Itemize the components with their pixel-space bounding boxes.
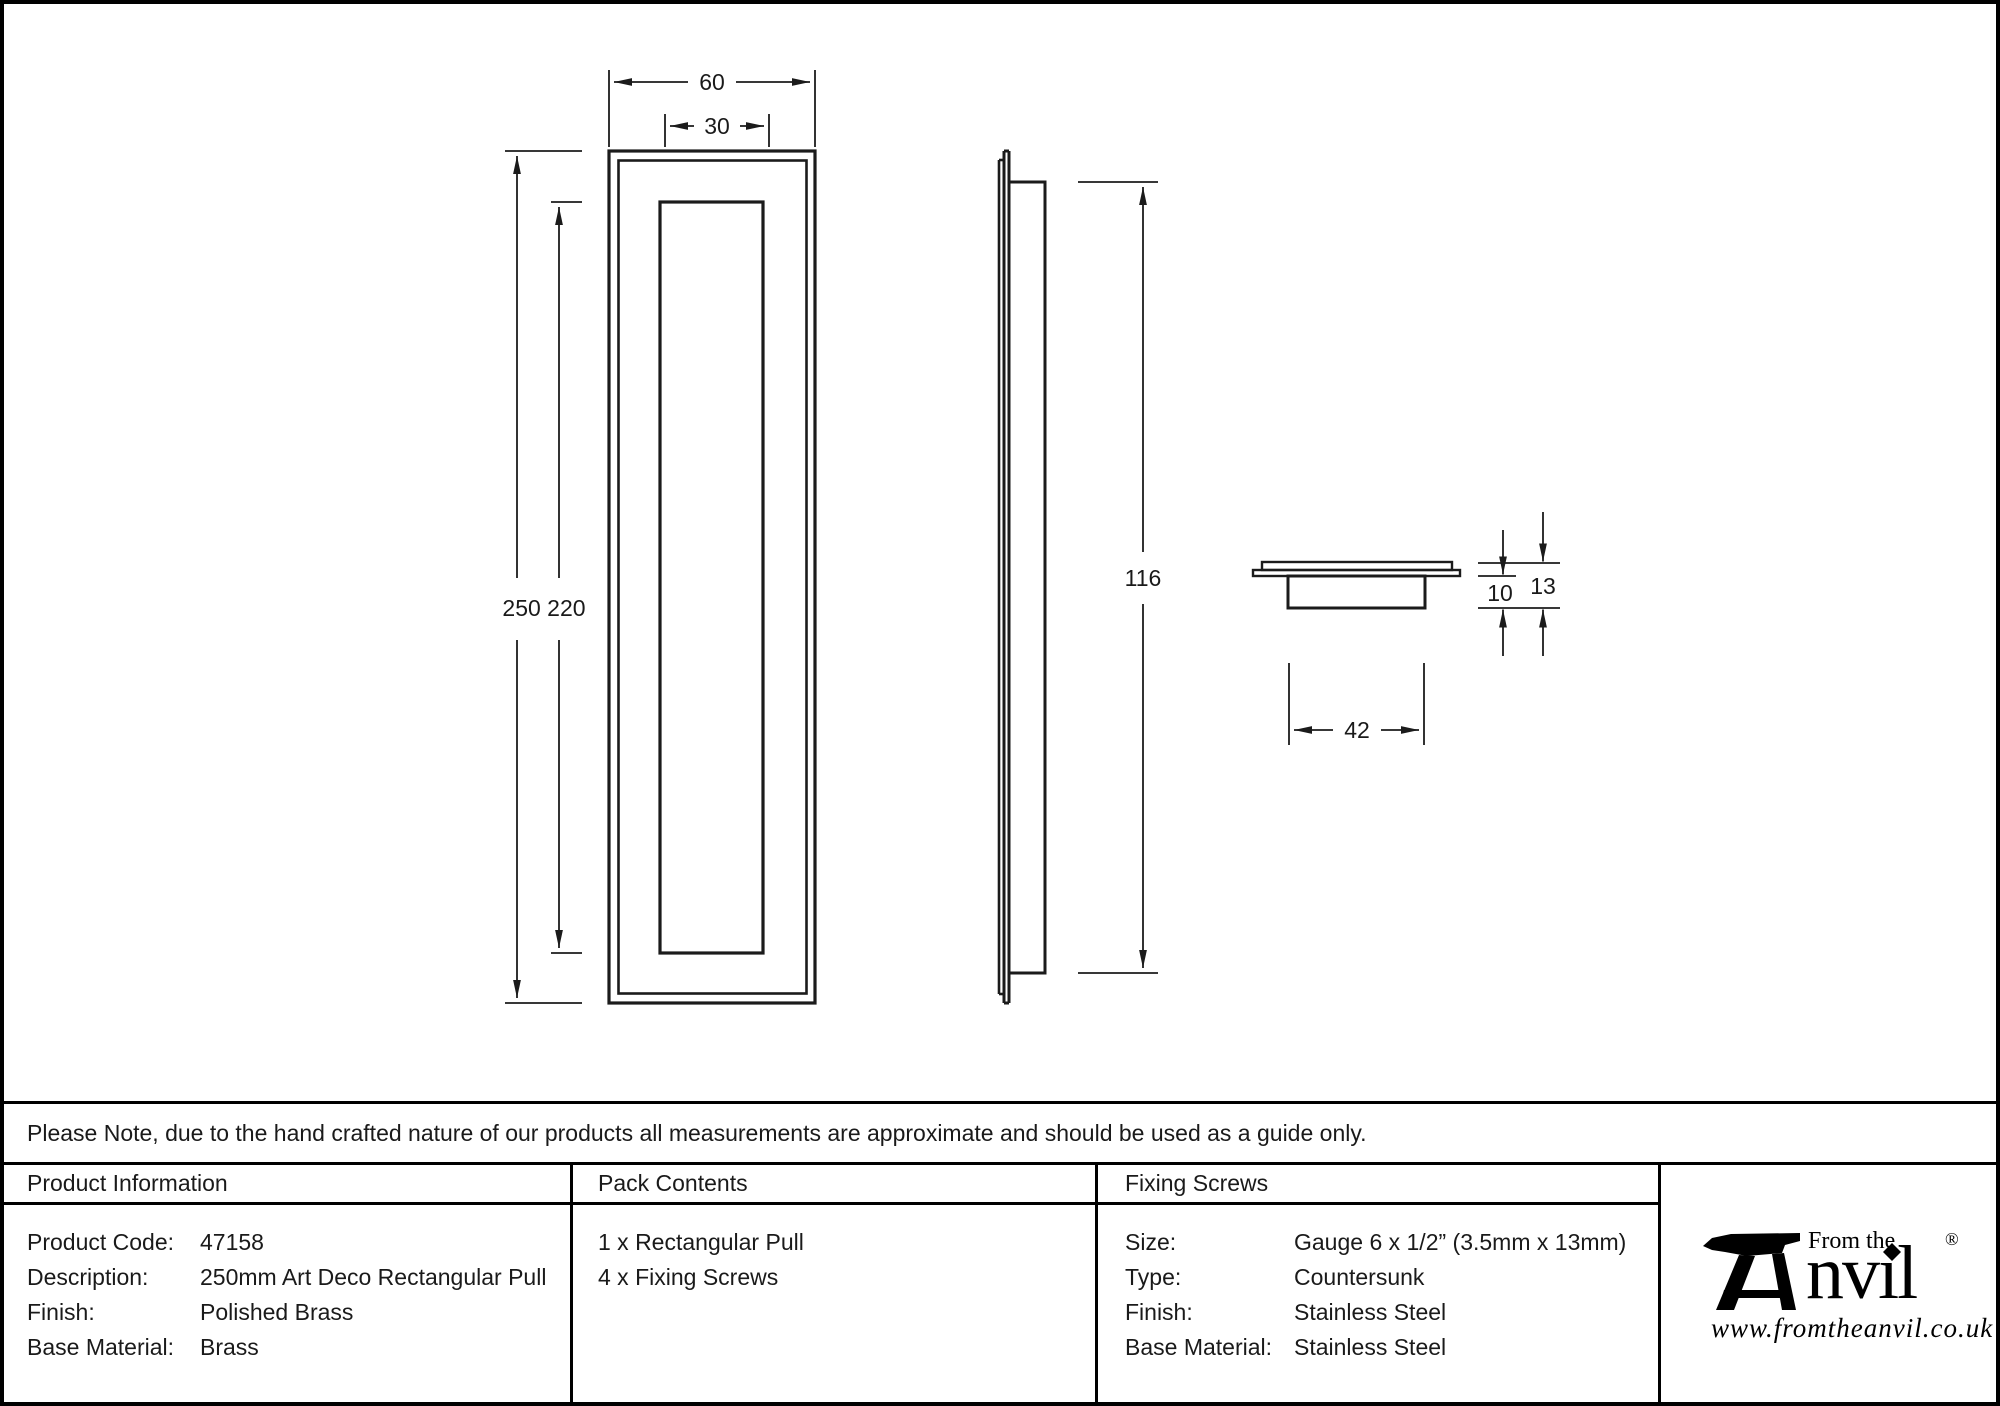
registered-trademark-icon: ®: [1945, 1229, 1959, 1249]
row-label: Finish:: [27, 1299, 95, 1325]
side-view: [997, 149, 1047, 1005]
logo-tagline: From the: [1808, 1228, 1896, 1254]
row-label: Base Material:: [27, 1334, 175, 1360]
row-value: Countersunk: [1294, 1264, 1425, 1290]
table-row: Description: 250mm Art Deco Rectangular …: [4, 1260, 570, 1295]
row-value: Stainless Steel: [1294, 1334, 1447, 1360]
dim-label-cup-depth: 10: [1487, 580, 1513, 606]
row-value: 47158: [200, 1229, 264, 1255]
table-row: Type: Countersunk: [1098, 1260, 1658, 1295]
dim-label-total-depth: 13: [1530, 573, 1556, 599]
dim-label-heights: 250 220: [502, 595, 585, 621]
pack-contents-body: 1 x Rectangular Pull 4 x Fixing Screws: [573, 1205, 1095, 1295]
side-cup-profile: [1009, 180, 1047, 975]
fixing-screws-column: Fixing Screws Size: Gauge 6 x 1/2” (3.5m…: [1095, 1165, 1658, 1402]
table-row: Finish: Stainless Steel: [1098, 1295, 1658, 1330]
row-value: Brass: [200, 1334, 259, 1360]
technical-drawing: 60 30 250 220 116: [502, 69, 1560, 1005]
logo-brand-text: nvıl: [1806, 1231, 1918, 1315]
dim-label-width-outer: 60: [699, 69, 725, 95]
side-view-dimensions: [1078, 181, 1158, 974]
row-value: 250mm Art Deco Rectangular Pull: [200, 1264, 547, 1290]
front-raised-rim: [617, 159, 808, 995]
section-view-dimensions: [1288, 512, 1560, 745]
table-row: Base Material: Stainless Steel: [1098, 1330, 1658, 1365]
row-label: Type:: [1125, 1264, 1182, 1290]
dim-label-side-height: 116: [1125, 565, 1162, 591]
brand-column: From the nvıl ® www.fromtheanvil.co.uk: [1658, 1165, 1996, 1402]
table-row: Size: Gauge 6 x 1/2” (3.5mm x 13mm): [1098, 1225, 1658, 1260]
row-label: Base Material:: [1125, 1334, 1273, 1360]
row-label: Product Code:: [27, 1229, 175, 1255]
section-raised-rim: [1260, 560, 1454, 572]
row-label: Description:: [27, 1264, 149, 1290]
fixing-screws-header: Fixing Screws: [1098, 1165, 1658, 1205]
list-item: 1 x Rectangular Pull: [598, 1229, 804, 1255]
diamond-i-dot-icon: [1883, 1243, 1901, 1261]
front-view-dimensions: [505, 70, 816, 1004]
table-row: Product Code: 47158: [4, 1225, 570, 1260]
measurement-note: Please Note, due to the hand crafted nat…: [4, 1101, 1996, 1165]
row-value: Polished Brass: [200, 1299, 354, 1325]
front-view: [607, 149, 817, 1005]
pack-contents-column: Pack Contents 1 x Rectangular Pull 4 x F…: [570, 1165, 1095, 1402]
anvil-icon: [1703, 1233, 1800, 1310]
dim-label-width-inner: 30: [704, 113, 730, 139]
product-information-body: Product Code: 47158 Description: 250mm A…: [4, 1205, 570, 1365]
row-label: Finish:: [1125, 1299, 1193, 1325]
front-outer-plate: [607, 149, 817, 1005]
product-information-header: Product Information: [4, 1165, 570, 1205]
section-cup: [1286, 574, 1427, 610]
front-recess-opening: [658, 200, 765, 955]
fixing-screws-body: Size: Gauge 6 x 1/2” (3.5mm x 13mm) Type…: [1098, 1205, 1658, 1365]
pack-contents-header: Pack Contents: [573, 1165, 1095, 1205]
dim-label-cup-width: 42: [1344, 717, 1370, 743]
spec-table: Product Information Product Code: 47158 …: [4, 1165, 1996, 1402]
list-item: 4 x Fixing Screws: [598, 1264, 779, 1290]
row-label: Size:: [1125, 1229, 1177, 1255]
section-view: [1251, 560, 1462, 610]
row-value: Gauge 6 x 1/2” (3.5mm x 13mm): [1294, 1229, 1627, 1255]
logo-website: www.fromtheanvil.co.uk: [1711, 1313, 1994, 1343]
product-information-column: Product Information Product Code: 47158 …: [4, 1165, 570, 1402]
table-row: Finish: Polished Brass: [4, 1295, 570, 1330]
row-value: Stainless Steel: [1294, 1299, 1447, 1325]
table-row: Base Material: Brass: [4, 1330, 570, 1365]
from-the-anvil-logo: From the nvıl ® www.fromtheanvil.co.uk: [1661, 1165, 1996, 1402]
